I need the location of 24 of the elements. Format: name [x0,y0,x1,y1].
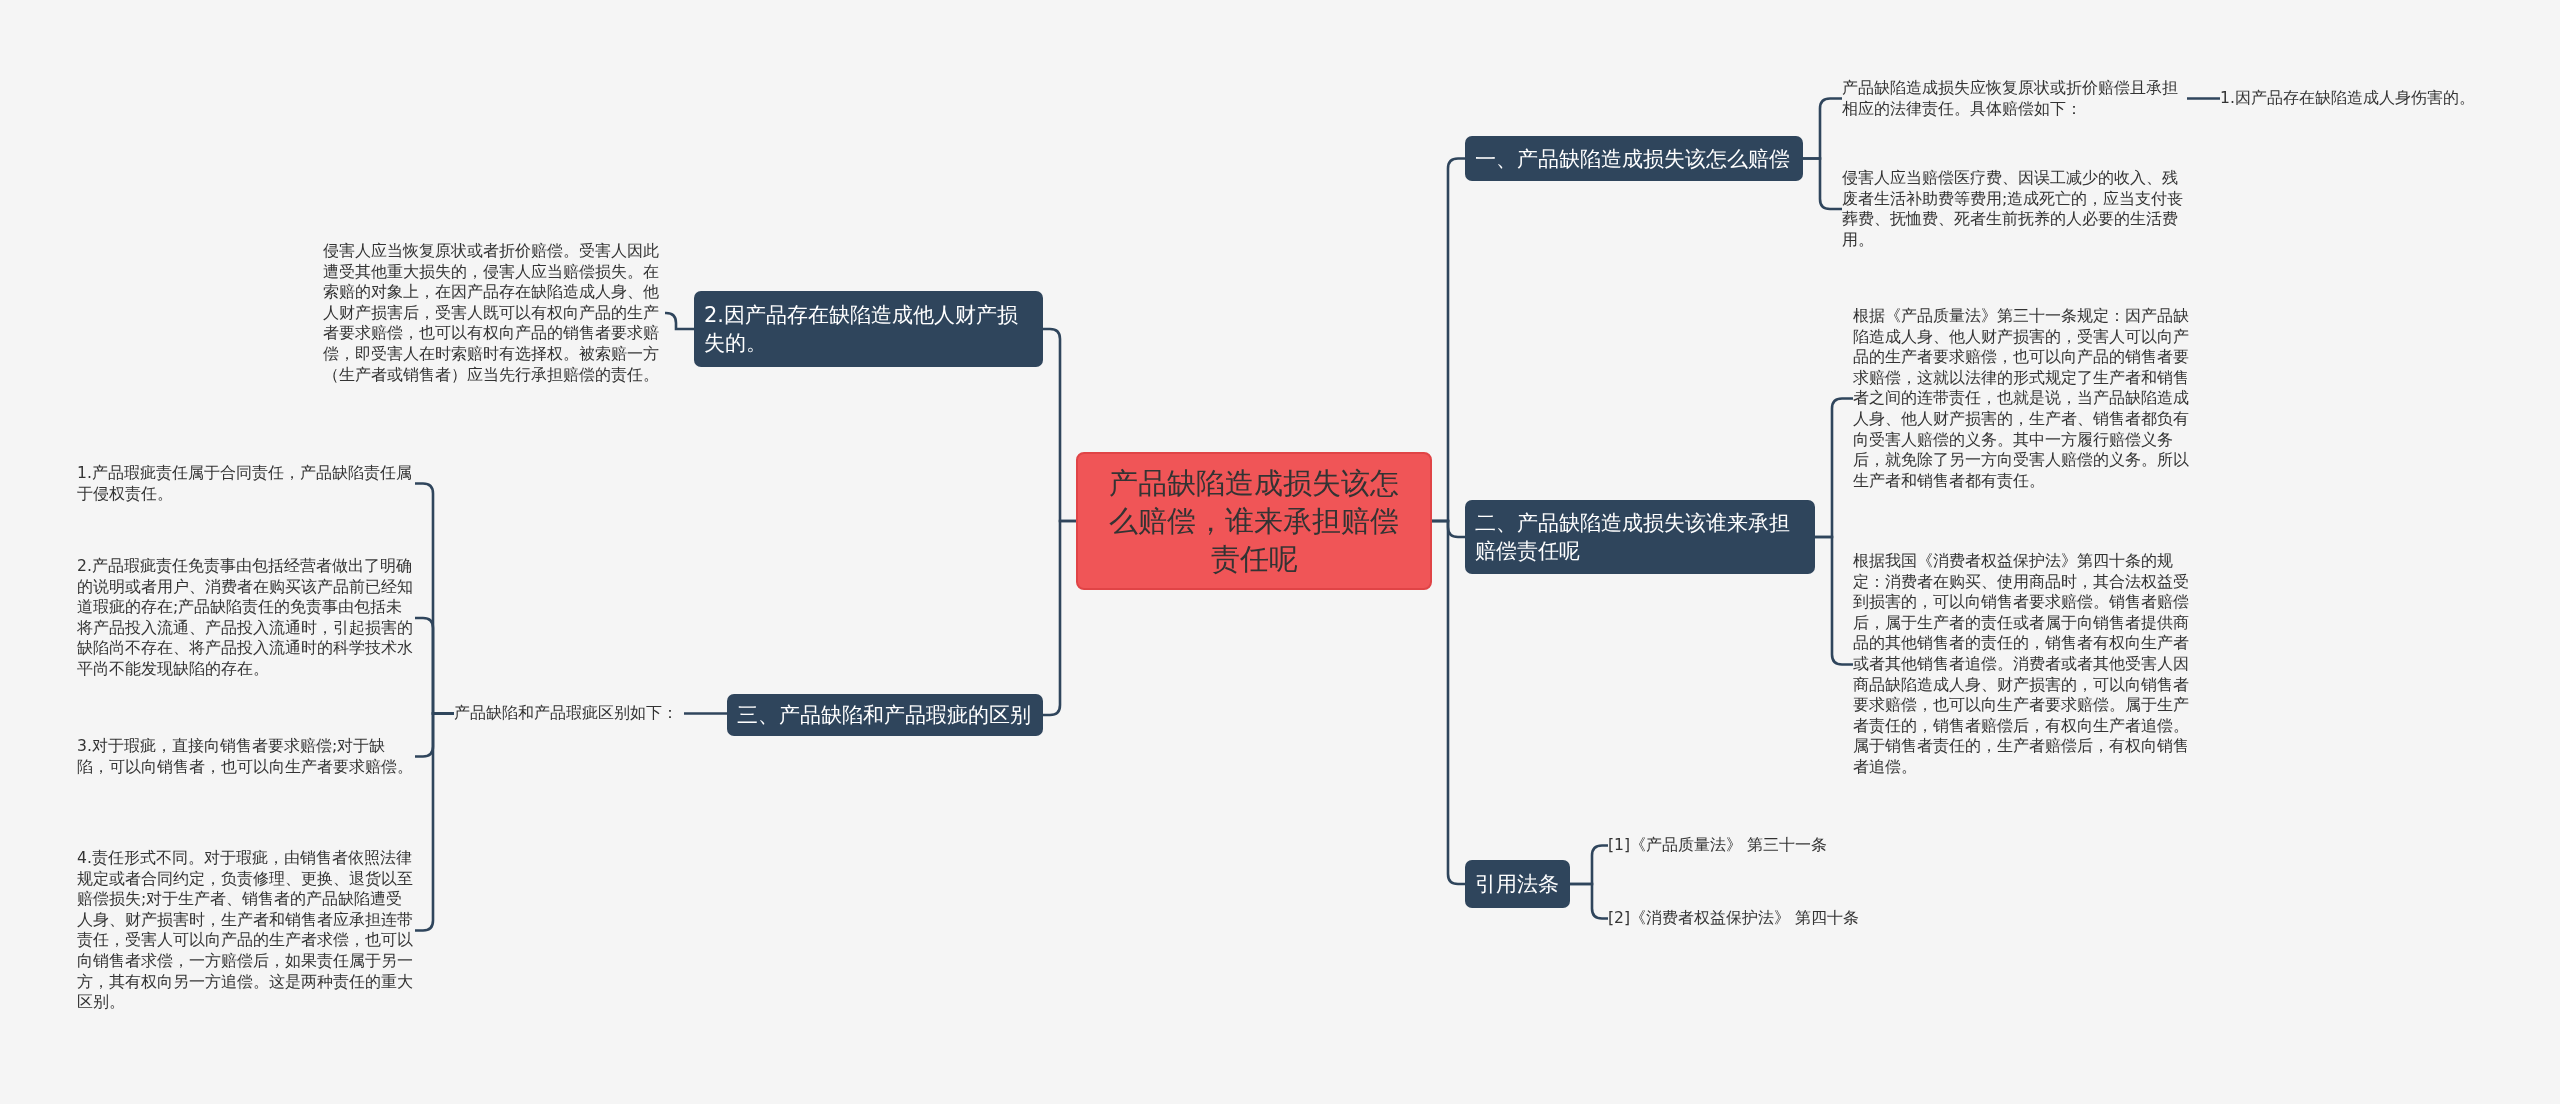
topic-box: 一、产品缺陷造成损失该怎么赔偿 [1465,136,1803,181]
note-text: [2]《消费者权益保护法》 第四十条 [1608,908,1938,929]
topic-box: 二、产品缺陷造成损失该谁来承担赔偿责任呢 [1465,500,1815,574]
note-text: 1.产品瑕疵责任属于合同责任，产品缺陷责任属于侵权责任。 [77,463,415,505]
topic-box: 三、产品缺陷和产品瑕疵的区别 [727,694,1043,736]
note-text: [1]《产品质量法》 第三十一条 [1608,835,1928,856]
connector-line [1803,157,1842,211]
central-topic-box: 产品缺陷造成损失该怎么赔偿，谁来承担赔偿责任呢 [1076,452,1432,590]
note-text: 侵害人应当恢复原状或者折价赔偿。受害人因此遭受其他重大损失的，侵害人应当赔偿损失。在索赔的对象上，在因产品存在缺陷造成人身、他人财产损害后，受害人既可以有权向产品的生产者要求赔偿，也可以有权向产品的销售者要求赔偿，即受害人在时索赔时有选择权。被索赔一方（生产者或销售者）应当先行承担赔偿的责任。 [323,241,665,386]
note-text: 4.责任形式不同。对于瑕疵，由销售者依照法律规定或者合同约定，负责修理、更换、退货以至赔偿损失;对于生产者、销售者的产品缺陷遭受人身、财产损害时，生产者和销售者应承担连带责任，受害人可以向产品的生产者求偿，也可以向销售者求偿，一方赔偿后，如果责任属于另一方，其有权向另一方追偿。这是两种责任的重大区别。 [77,848,415,1013]
note-text: 2.产品瑕疵责任免责事由包括经营者做出了明确的说明或者用户、消费者在购买该产品前已经知道瑕疵的存在;产品缺陷责任的免责事由包括未将产品投入流通、产品投入流通时，引起损害的缺陷尚不存在、将产品投入流通时的科学技术水平尚不能发现缺陷的存在。 [77,556,415,680]
note-text: 产品缺陷和产品瑕疵区别如下： [454,703,684,724]
note-text: 产品缺陷造成损失应恢复原状或折价赔偿且承担相应的法律责任。具体赔偿如下： [1842,78,2187,120]
note-text: 侵害人应当赔偿医疗费、因误工减少的收入、残废者生活补助费等费用;造成死亡的，应当支付丧葬费、抚恤费、死者生前抚养的人必要的生活费用。 [1842,168,2187,251]
topic-box: 引用法条 [1465,860,1570,908]
note-text: 根据我国《消费者权益保护法》第四十条的规定：消费者在购买、使用商品时，其合法权益受到损害的，可以向销售者要求赔偿。销售者赔偿后，属于生产者的责任或者属于向销售者提供商品的其他销售者的责任的，销售者有权向生产者或者其他销售者追偿。消费者或者其他受害人因商品缺陷造成人身、财产损害的，可以向销售者要求赔偿，也可以向生产者要求赔偿。属于生产者责任的，销售者赔偿后，有权向生产者追偿。属于销售者责任的，生产者赔偿后，有权向销售者追偿。 [1853,551,2201,778]
topic-box: 2.因产品存在缺陷造成他人财产损失的。 [694,291,1043,367]
connector-line [1570,882,1608,920]
connector-line [2187,97,2220,100]
note-text: 根据《产品质量法》第三十一条规定：因产品缺陷造成人身、他人财产损害的，受害人可以向产品的生产者要求赔偿，也可以向产品的销售者要求赔偿，这就以法律的形式规定了生产者和销售者之间的连带责任，也就是说，当产品缺陷造成人身、他人财产损害的，生产者、销售者都负有向受害人赔偿的义务。其中一方履行赔偿义务后，就免除了另一方向受害人赔偿的义务。所以生产者和销售者都有责任。 [1853,306,2201,492]
note-text: 1.因产品存在缺陷造成人身伤害的。 [2220,88,2520,109]
connector-line [684,712,727,715]
note-text: 3.对于瑕疵，直接向销售者要求赔偿;对于缺陷，可以向销售者，也可以向生产者要求赔偿。 [77,736,415,778]
connector-line [664,311,694,331]
